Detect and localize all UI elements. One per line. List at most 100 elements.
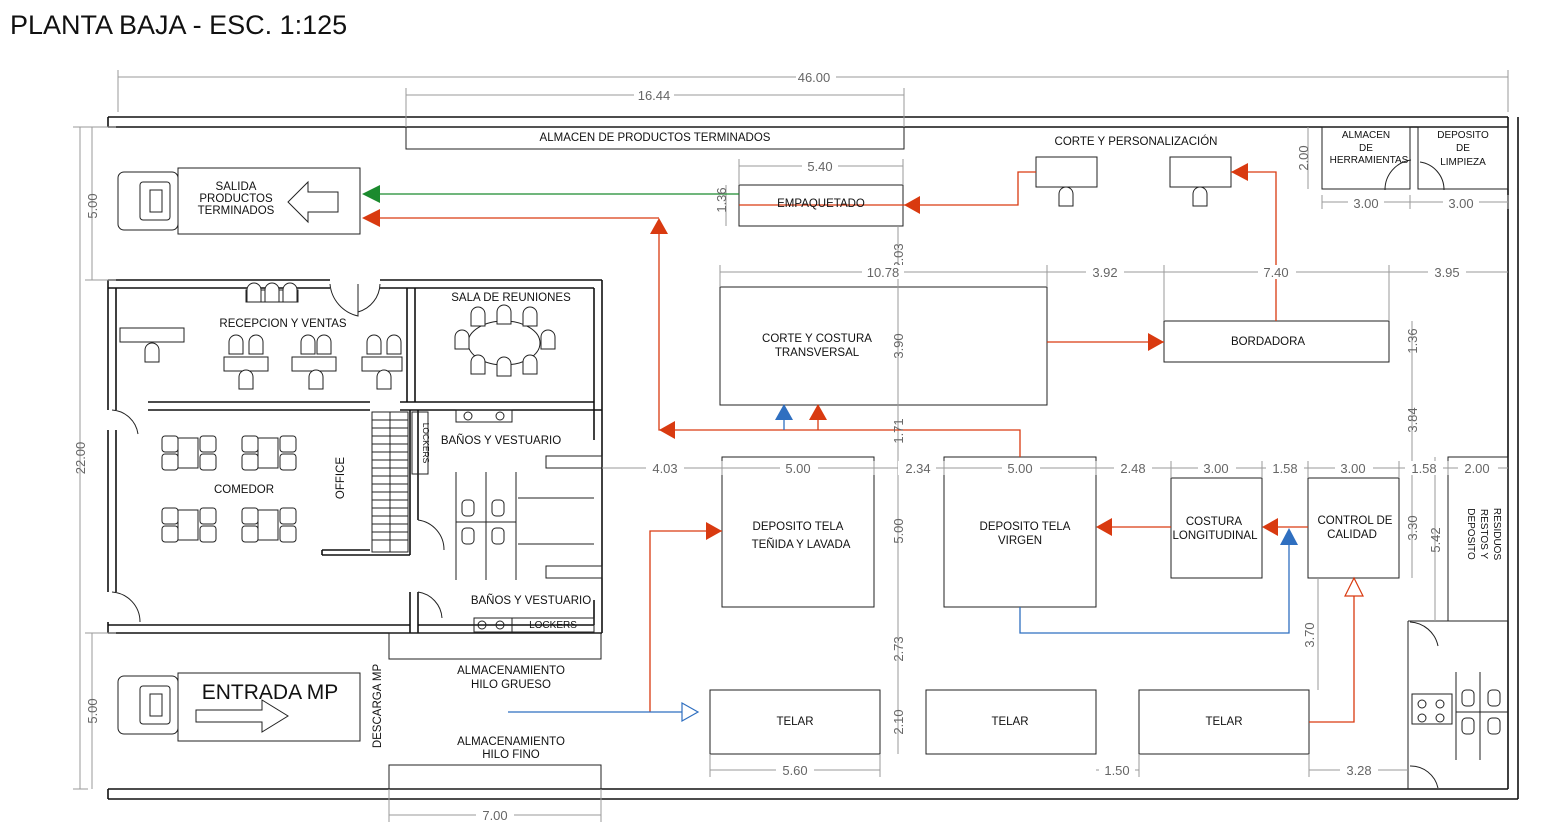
label-telar-1: TELAR bbox=[776, 716, 813, 728]
label-control-1: CONTROL DE bbox=[1318, 515, 1393, 527]
reception-furniture bbox=[119, 282, 403, 390]
dim-gap-costura-control: 1.58 bbox=[1272, 461, 1297, 476]
dim-corte-height: 3.90 bbox=[891, 333, 906, 358]
page-title: PLANTA BAJA - ESC. 1:125 bbox=[10, 10, 347, 40]
dim-corte-below: 1.71 bbox=[891, 418, 906, 443]
flow-arrowhead-blue bbox=[1280, 528, 1298, 545]
dim-gap-left: 4.03 bbox=[652, 461, 677, 476]
label-hilo-fino-2: HILO FINO bbox=[482, 749, 540, 761]
label-corte-costura-2: TRANSVERSAL bbox=[775, 347, 860, 359]
dim-control-height: 3.30 bbox=[1405, 515, 1420, 540]
meeting-table bbox=[454, 304, 556, 377]
label-virgen-1: DEPOSITO TELA bbox=[980, 521, 1071, 533]
lockers-vertical bbox=[411, 411, 429, 475]
dimension-labels: 46.00 16.44 5.40 1.36 2.03 2.00 3.00 3.0… bbox=[73, 70, 1498, 823]
label-herramientas-1: ALMACEN bbox=[1342, 130, 1390, 141]
dim-almacen-width: 16.44 bbox=[638, 88, 671, 103]
label-corte-costura-1: CORTE Y COSTURA bbox=[762, 333, 872, 345]
label-sala-reuniones: SALA DE REUNIONES bbox=[451, 292, 571, 304]
label-descarga-mp: DESCARGA MP bbox=[372, 663, 384, 748]
dim-limpieza-width: 3.00 bbox=[1448, 196, 1473, 211]
flow-blue bbox=[508, 420, 1290, 713]
flow-arrowhead-blue bbox=[775, 404, 793, 420]
label-almacen-productos: ALMACEN DE PRODUCTOS TERMINADOS bbox=[540, 132, 771, 144]
label-hilo-grueso-1: ALMACENAMIENTO bbox=[457, 665, 565, 677]
flow-arrowhead-green bbox=[362, 185, 380, 203]
label-empaquetado: EMPAQUETADO bbox=[777, 198, 865, 210]
label-hilo-grueso-2: HILO GRUESO bbox=[471, 679, 551, 691]
label-salida-2: PRODUCTOS bbox=[199, 193, 273, 205]
dim-gap-virgen-costura: 2.48 bbox=[1120, 461, 1145, 476]
label-virgen-2: VIRGEN bbox=[998, 535, 1042, 547]
label-restos-2: RESTOS Y bbox=[1478, 509, 1489, 560]
label-salida-3: TERMINADOS bbox=[198, 205, 275, 217]
dim-gap-control-restos: 1.58 bbox=[1411, 461, 1436, 476]
label-hilo-fino-1: ALMACENAMIENTO bbox=[457, 736, 565, 748]
label-restos-1: DEPOSITO bbox=[1465, 508, 1476, 560]
production-rooms bbox=[388, 126, 1509, 790]
dim-herramientas-width: 3.00 bbox=[1353, 196, 1378, 211]
dining-tables bbox=[161, 435, 297, 543]
dim-total-height: 22.00 bbox=[73, 442, 88, 475]
flow-red bbox=[380, 171, 1355, 723]
label-limpieza-3: LIMPIEZA bbox=[1440, 157, 1486, 168]
exterior-walls bbox=[107, 116, 1519, 800]
office-block-walls bbox=[107, 279, 603, 634]
dim-entrada-height: 5.00 bbox=[85, 698, 100, 723]
lockers-vertical-label: LOCKERS bbox=[421, 423, 431, 464]
dim-total-width: 46.00 bbox=[798, 70, 831, 85]
label-tenida-2: TEÑIDA Y LAVADA bbox=[752, 538, 851, 551]
dim-corte-width: 10.78 bbox=[867, 265, 900, 280]
dim-telar-right: 3.28 bbox=[1346, 763, 1371, 778]
label-banos-2: BAÑOS Y VESTUARIO bbox=[471, 594, 591, 607]
label-entrada-mp: ENTRADA MP bbox=[202, 681, 339, 704]
label-herramientas-3: HERRAMIENTAS bbox=[1330, 155, 1409, 166]
dim-corte-gap: 3.92 bbox=[1092, 265, 1117, 280]
label-telar-2: TELAR bbox=[991, 716, 1028, 728]
label-limpieza-2: DE bbox=[1456, 143, 1470, 154]
exit-arrow-icon bbox=[287, 180, 339, 224]
label-recepcion: RECEPCION Y VENTAS bbox=[219, 318, 347, 330]
label-corte-personalizacion: CORTE Y PERSONALIZACIÓN bbox=[1055, 135, 1218, 148]
dim-salida-height: 5.00 bbox=[85, 193, 100, 218]
dim-empaquetado-height: 1.36 bbox=[714, 187, 729, 212]
dim-bordadora-height: 1.36 bbox=[1405, 328, 1420, 353]
chair-icon bbox=[1058, 186, 1074, 207]
dim-empaquetado-gap: 2.03 bbox=[891, 243, 906, 268]
label-restos-3: RESIDUOS bbox=[1491, 508, 1502, 561]
label-limpieza-1: DEPOSITO bbox=[1437, 130, 1489, 141]
label-costura-1: COSTURA bbox=[1186, 516, 1243, 528]
dim-tenida-height: 5.00 bbox=[891, 518, 906, 543]
label-control-2: CALIDAD bbox=[1327, 529, 1377, 541]
dim-virgen-width: 5.00 bbox=[1007, 461, 1032, 476]
flow-arrowhead-open bbox=[1344, 576, 1364, 597]
lockers-horizontal-label: LOCKERS bbox=[529, 620, 577, 631]
dim-restos-width: 2.00 bbox=[1464, 461, 1489, 476]
label-comedor: COMEDOR bbox=[214, 484, 274, 496]
stairs bbox=[371, 411, 409, 553]
dim-control-below: 3.70 bbox=[1302, 622, 1317, 647]
dim-telar-height: 2.10 bbox=[891, 709, 906, 734]
flow-arrowhead-blue-open bbox=[681, 701, 700, 723]
room-labels: ALMACEN DE PRODUCTOS TERMINADOS CORTE Y … bbox=[198, 130, 1502, 761]
dim-bordadora-below: 3.84 bbox=[1405, 407, 1420, 432]
dim-telar-gap: 1.50 bbox=[1104, 763, 1129, 778]
chair-icon bbox=[1192, 186, 1208, 207]
label-telar-3: TELAR bbox=[1205, 716, 1242, 728]
entry-arrow-icon bbox=[195, 699, 289, 733]
right-bathroom-fixtures bbox=[1411, 672, 1508, 760]
dim-telar-above: 2.73 bbox=[891, 636, 906, 661]
dim-herramientas-height: 2.00 bbox=[1296, 145, 1311, 170]
dim-restos-height: 5.42 bbox=[1428, 527, 1443, 552]
label-banos-1: BAÑOS Y VESTUARIO bbox=[441, 434, 561, 447]
dim-telar-width: 5.60 bbox=[782, 763, 807, 778]
label-office: OFFICE bbox=[335, 457, 347, 499]
label-salida-1: SALIDA bbox=[216, 181, 257, 193]
label-herramientas-2: DE bbox=[1359, 143, 1373, 154]
dim-gap-tenida-virgen: 2.34 bbox=[905, 461, 930, 476]
dim-control-width: 3.00 bbox=[1340, 461, 1365, 476]
dim-tenida-width: 5.00 bbox=[785, 461, 810, 476]
label-tenida-1: DEPOSITO TELA bbox=[753, 521, 844, 533]
flow-arrowheads-red bbox=[362, 163, 1278, 540]
